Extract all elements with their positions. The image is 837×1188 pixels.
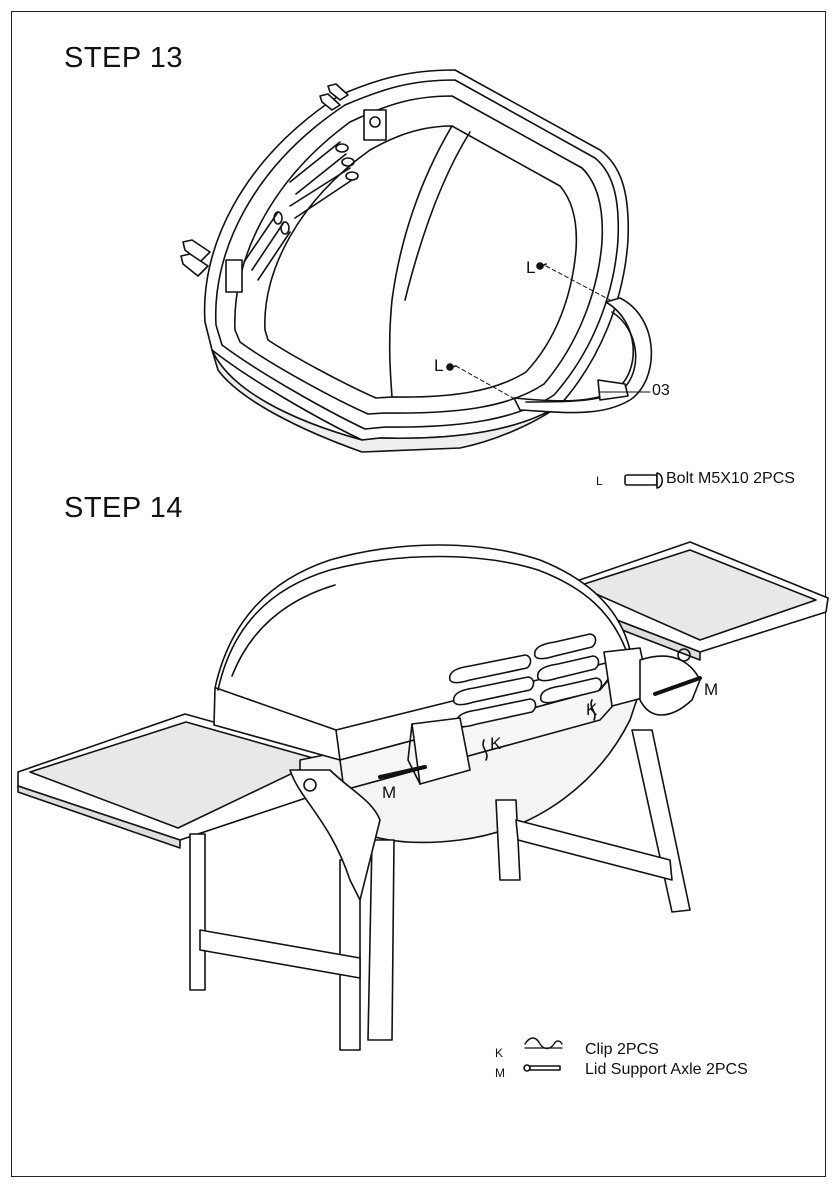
hardware-bolt-label: Bolt M5X10 2PCS xyxy=(666,470,795,487)
step-14-title: STEP 14 xyxy=(64,492,184,524)
clip-icon xyxy=(525,1038,562,1049)
callout-k-right: K xyxy=(586,700,598,719)
hardware-clip-label: Clip 2PCS xyxy=(585,1041,659,1058)
callout-l-lower: L xyxy=(434,356,444,375)
bolt-icon xyxy=(625,473,662,488)
callout-k-left: K xyxy=(490,734,502,753)
grill-assembly-drawing xyxy=(18,542,828,1050)
callout-m-right: M xyxy=(704,680,719,699)
hardware-key-m: M xyxy=(495,1066,505,1080)
hardware-axle-label: Lid Support Axle 2PCS xyxy=(585,1061,748,1078)
part-number-03: 03 xyxy=(652,382,670,399)
lid-interior-drawing xyxy=(181,70,651,452)
step-13-title: STEP 13 xyxy=(64,42,184,74)
page-border xyxy=(11,11,826,1177)
axle-icon xyxy=(524,1065,560,1071)
callout-l-upper: L xyxy=(526,258,536,277)
hardware-key-l: L xyxy=(596,474,603,488)
callout-m-left: M xyxy=(382,783,397,802)
hardware-key-k: K xyxy=(495,1046,504,1060)
